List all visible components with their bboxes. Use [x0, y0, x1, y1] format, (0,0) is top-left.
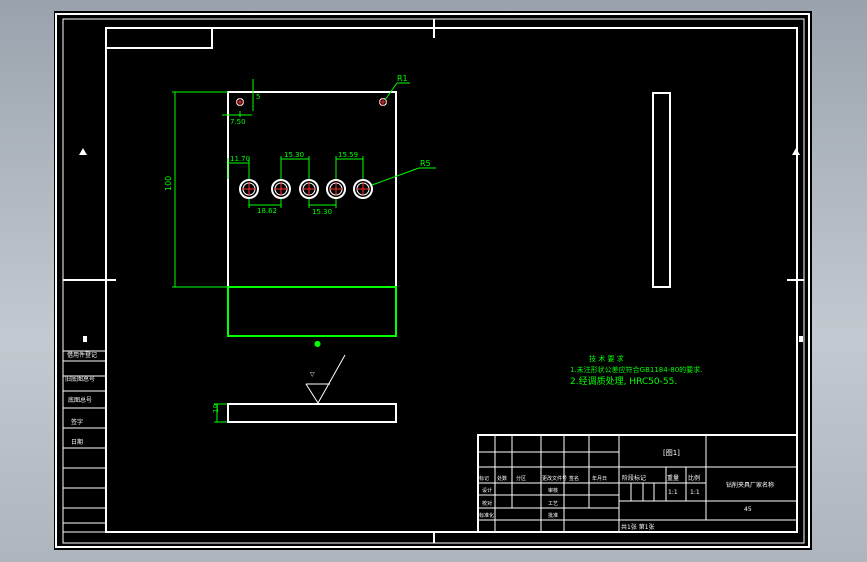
- drawing-border: [105, 27, 798, 533]
- plate-side-view: [227, 403, 397, 423]
- svg-text:▽: ▽: [310, 371, 315, 378]
- dimensions: 100 5 7.50 R1 R5 11.70 15.30 15.59 18.62: [164, 74, 436, 423]
- req-heading: 技 术 要 求: [589, 354, 624, 363]
- side-label-4: 签字: [71, 418, 83, 426]
- mass-label: 重量: [667, 474, 679, 482]
- side-label-2: 旧底图总号: [65, 375, 95, 383]
- small-hole-right: [379, 98, 387, 106]
- dim-height: 100: [164, 176, 173, 191]
- dim-pitch-a: 15.30: [284, 151, 304, 159]
- plate-hidden-section: [227, 286, 397, 337]
- side-table: 借用件登记 旧底图总号 底图总号 签字 日期: [62, 350, 107, 533]
- dim-bottom-b: 15.30: [312, 208, 332, 216]
- sheet-outer-border: [55, 13, 810, 548]
- row-label-zone: 分区: [516, 475, 526, 482]
- drawing-code-box: [105, 27, 213, 49]
- role-approve: 批准: [548, 512, 558, 519]
- slot-view: [652, 92, 671, 288]
- hole-2: [271, 179, 291, 199]
- req-line-1: 1.未注形状公差应符合GB1184-80的要求.: [570, 365, 702, 374]
- side-label-3: 底图总号: [68, 396, 92, 404]
- company-name: 钻削夹具厂家名称: [726, 481, 774, 489]
- title-block: [图1] 钻削夹具厂家名称 45 1:1 比例 阶段标记 重量 1:1 共1张 …: [477, 434, 798, 533]
- dim-pitch-b: 15.59: [338, 151, 358, 159]
- qty: 1:1: [690, 489, 700, 496]
- hole-row: [239, 179, 373, 199]
- hole-5: [353, 179, 373, 199]
- role-design: 设计: [482, 487, 492, 494]
- dim-top-small: 5: [256, 93, 260, 101]
- hole-4: [326, 179, 346, 199]
- dim-r1: R1: [397, 74, 408, 83]
- dim-edge: 11.70: [230, 155, 250, 163]
- role-standard: 标准化: [479, 512, 494, 519]
- req-line-2: 2.经调质处理, HRC50-55.: [570, 375, 677, 387]
- row-label-docno: 更改文件号: [542, 475, 567, 482]
- row-label-count: 处数: [497, 475, 507, 482]
- dim-thickness: 10: [212, 404, 220, 413]
- side-label-5: 日期: [71, 438, 83, 446]
- dim-bottom-a: 18.62: [257, 207, 277, 215]
- sheet-frame: [62, 18, 805, 544]
- weight-label: 比例: [688, 474, 700, 482]
- part-name: [图1]: [663, 449, 680, 457]
- dim-left-small: 7.50: [230, 118, 246, 126]
- dim-r5: R5: [420, 159, 431, 168]
- cad-drawing: 借用件登记 旧底图总号 底图总号 签字 日期 ● 100 5: [55, 13, 810, 548]
- role-review: 审核: [548, 487, 558, 494]
- drawing-viewport[interactable]: 借用件登记 旧底图总号 底图总号 签字 日期 ● 100 5: [54, 11, 812, 550]
- material: 45: [744, 506, 752, 513]
- row-label-sign: 签名: [569, 475, 579, 482]
- centering-marks: [63, 19, 804, 543]
- stage-label: 阶段标记: [622, 474, 646, 482]
- scale: 1:1: [668, 489, 678, 496]
- hole-1: [239, 179, 259, 199]
- row-label-mark: 标记: [479, 475, 489, 482]
- surface-roughness-symbol: ▽: [305, 354, 346, 404]
- sheet-info: 共1张 第1张: [621, 523, 655, 531]
- role-check: 校对: [482, 500, 492, 507]
- hole-3: [299, 179, 319, 199]
- role-process: 工艺: [548, 501, 558, 507]
- svg-text:●: ●: [314, 339, 321, 348]
- side-label-1: 借用件登记: [67, 351, 97, 359]
- small-hole-left: [236, 98, 244, 106]
- technical-requirements: 技 术 要 求 1.未注形状公差应符合GB1184-80的要求. 2.经调质处理…: [570, 354, 702, 387]
- row-label-date: 年月日: [592, 475, 607, 482]
